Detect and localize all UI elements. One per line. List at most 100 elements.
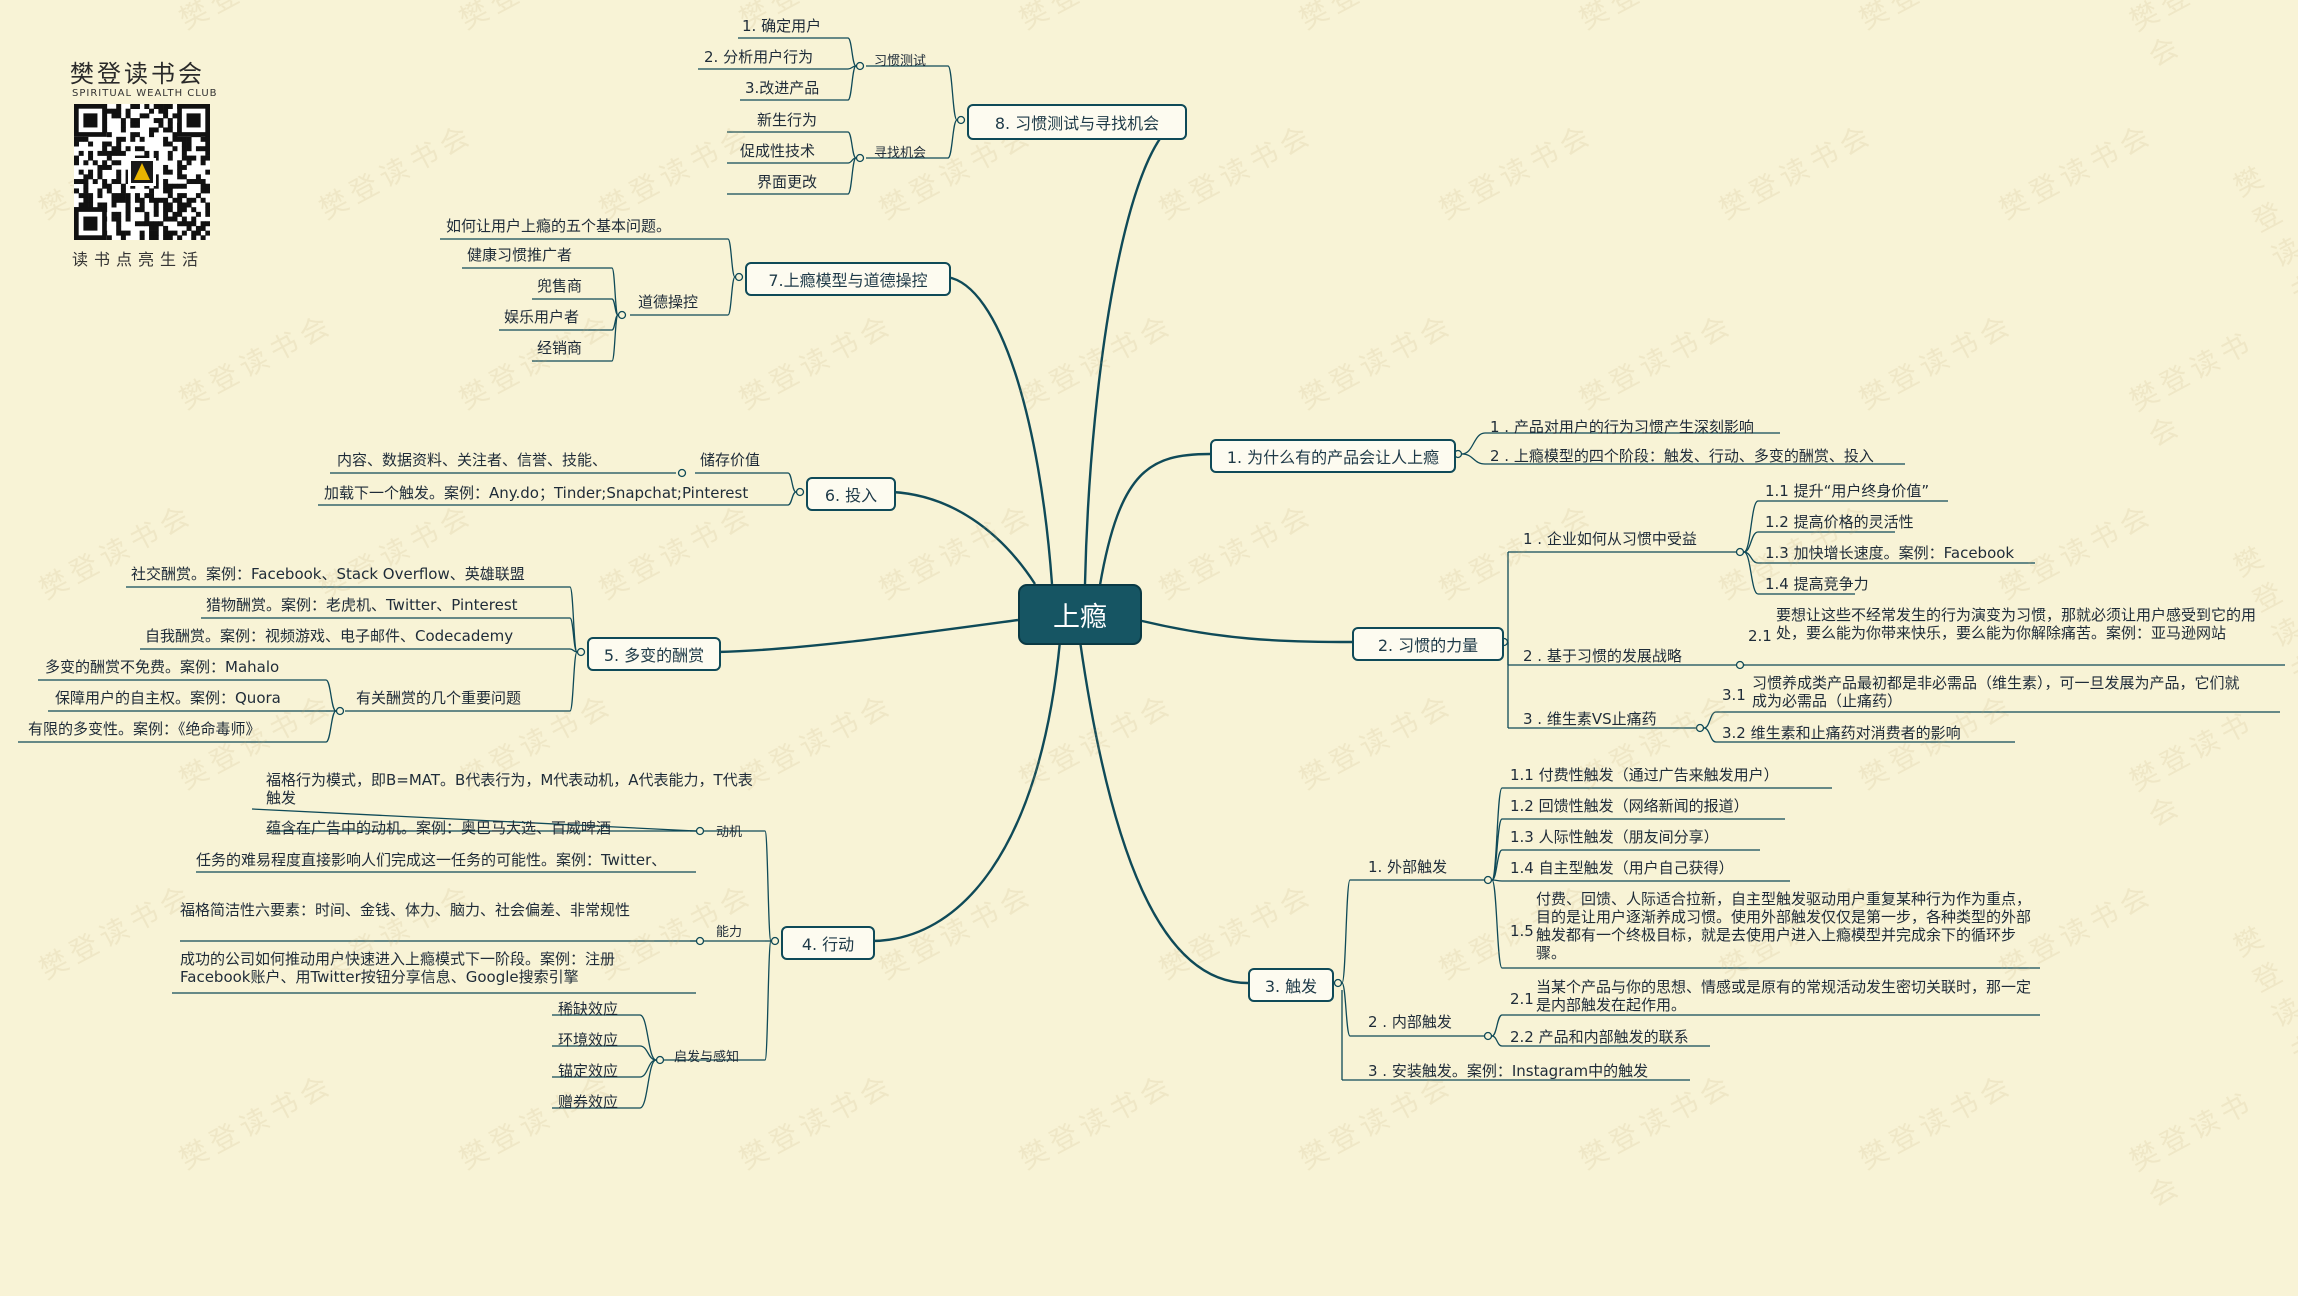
b6-load: 加载下一个触发。案例：Any.do；Tinder;Snapchat;Pinter… <box>324 484 749 502</box>
connector <box>1491 879 1503 882</box>
b7-item-1: 健康习惯推广者 <box>467 246 573 264</box>
main-branch-line <box>946 275 1054 585</box>
b3-s2-item-2: 2.2 产品和内部触发的联系 <box>1510 1028 1689 1046</box>
branch-3-node[interactable]: 3. 触发 <box>1248 968 1334 1002</box>
mind-map: 樊登读书会樊登读书会樊登读书会樊登读书会樊登读书会樊登读书会樊登读书会樊登读书会… <box>0 0 2298 1213</box>
b8-opp-item-3: 界面更改 <box>757 173 818 191</box>
connector <box>1491 1035 1503 1047</box>
b6-store-text: 内容、数据资料、关注者、信誉、技能、 <box>337 451 608 469</box>
b3-s1-item-2: 1.2 回馈性触发（网络新闻的报道） <box>1510 797 1749 815</box>
b1-item-1: 1 . 产品对用户的行为习惯产生深刻影响 <box>1490 418 1754 436</box>
b3-s2-item-1-num: 2.1 <box>1510 990 1534 1008</box>
collapse-toggle-icon[interactable] <box>1695 723 1705 733</box>
connector <box>727 276 736 316</box>
connector <box>1703 711 1717 729</box>
connector <box>1703 727 1717 743</box>
connector <box>1341 879 1351 984</box>
b3-s3-label: 3 . 安装触发。案例：Instagram中的触发 <box>1368 1062 1649 1080</box>
b8-opp-item-2: 促成性技术 <box>740 142 816 160</box>
root-node[interactable]: 上瘾 <box>1018 584 1142 645</box>
main-branch-line <box>716 618 1019 654</box>
b7-question: 如何让用户上瘾的五个基本问题。 <box>446 217 672 235</box>
b4-heuristics-label: 启发与感知 <box>674 1050 740 1065</box>
b3-s1-item-3: 1.3 人际性触发（朋友间分享） <box>1510 828 1719 846</box>
b7-item-4: 经销商 <box>537 339 583 357</box>
connector <box>947 119 958 159</box>
collapse-toggle-icon[interactable] <box>855 153 865 163</box>
b5-group-label: 有关酬赏的几个重要问题 <box>356 689 522 707</box>
connector <box>1743 551 1759 595</box>
collapse-toggle-icon[interactable] <box>1483 1031 1493 1041</box>
connector <box>1491 1014 1503 1037</box>
b4-heuristics-item-3: 锚定效应 <box>558 1062 619 1080</box>
b4-ability-item-2: 福格简洁性六要素：时间、金钱、体力、脑力、社会偏差、非常规性 <box>180 901 631 919</box>
connector <box>847 65 857 101</box>
collapse-toggle-icon[interactable] <box>617 310 627 320</box>
b5-item-2: 猎物酬赏。案例：老虎机、Twitter、Pinterest <box>206 596 518 614</box>
connector <box>1461 453 1486 465</box>
branch-2-node[interactable]: 2. 习惯的力量 <box>1352 627 1504 661</box>
b4-heuristics-item-1: 稀缺效应 <box>558 1000 619 1018</box>
collapse-toggle-icon[interactable] <box>1333 978 1343 988</box>
collapse-toggle-icon[interactable] <box>1735 547 1745 557</box>
b3-s2-label: 2 . 内部触发 <box>1368 1013 1452 1031</box>
b3-s2-item-1: 当某个产品与你的思想、情感或是原有的常规活动发生密切关联时，那一定是内部触发在起… <box>1536 978 2032 1014</box>
b7-item-2: 兜售商 <box>537 277 583 295</box>
b8-opp-item-1: 新生行为 <box>757 111 818 129</box>
b8-test-item-2: 2. 分析用户行为 <box>704 48 814 66</box>
b3-s1-item-1: 1.1 付费性触发（通过广告来触发用户） <box>1510 766 1779 784</box>
collapse-toggle-icon[interactable] <box>956 115 966 125</box>
branch-8-node[interactable]: 8. 习惯测试与寻找机会 <box>967 104 1187 140</box>
collapse-toggle-icon[interactable] <box>770 936 780 946</box>
b5-group-item-2: 保障用户的自主权。案例：Quora <box>55 689 281 707</box>
connector-lines <box>18 37 2285 1109</box>
branch-7-node[interactable]: 7.上瘾模型与道德操控 <box>745 262 951 296</box>
collapse-toggle-icon[interactable] <box>695 826 705 836</box>
collapse-toggle-icon[interactable] <box>677 468 687 478</box>
branch-1-node[interactable]: 1. 为什么有的产品会让人上瘾 <box>1210 439 1456 473</box>
connector <box>1491 879 1503 969</box>
b3-s1-item-5: 付费、回馈、人际适合拉新，自主型触发驱动用户重复某种行为作为重点，目的是让用户逐… <box>1536 890 2032 962</box>
collapse-toggle-icon[interactable] <box>855 61 865 71</box>
brand-motto: 读书点亮生活 <box>72 250 205 269</box>
b4-ability-label: 能力 <box>716 925 743 940</box>
b7-group-label: 道德操控 <box>638 293 699 311</box>
b4-motivation-item-2: 蕴含在广告中的动机。案例：奥巴马大选、百威啤酒 <box>266 819 612 837</box>
connector <box>847 157 857 195</box>
b2-s3-item-1: 习惯养成类产品最初都是非必需品（维生素），可一旦发展为产品，它们就成为必需品（止… <box>1752 674 2240 710</box>
collapse-toggle-icon[interactable] <box>335 706 345 716</box>
b8-test-item-3: 3.改进产品 <box>745 79 820 97</box>
collapse-toggle-icon[interactable] <box>734 272 744 282</box>
connector <box>569 617 578 653</box>
b5-item-1: 社交酬赏。案例：Facebook、Stack Overflow、英雄联盟 <box>131 565 525 583</box>
collapse-toggle-icon[interactable] <box>795 487 805 497</box>
connector <box>787 472 797 493</box>
brand-name: 樊登读书会 <box>70 60 205 88</box>
branch-6-node[interactable]: 6. 投入 <box>806 477 896 511</box>
b4-motivation-label: 动机 <box>716 825 743 840</box>
connector <box>1743 531 1759 553</box>
b8-opp-label: 寻找机会 <box>874 146 927 161</box>
branch-4-node[interactable]: 4. 行动 <box>781 926 875 960</box>
b4-heuristics-item-4: 赠券效应 <box>558 1093 619 1111</box>
branch-5-node[interactable]: 5. 多变的酬赏 <box>587 637 721 671</box>
main-branch-line <box>1137 618 1353 644</box>
b4-ability-item-3: 成功的公司如何推动用户快速进入上瘾模式下一阶段。案例：注册Facebook账户、… <box>180 950 616 986</box>
collapse-toggle-icon[interactable] <box>655 1055 665 1065</box>
b3-s1-item-5-num: 1.5 <box>1510 922 1534 940</box>
collapse-toggle-icon[interactable] <box>576 647 586 657</box>
b2-s3-item-1-num: 3.1 <box>1722 686 1746 704</box>
b5-item-3: 自我酬赏。案例：视频游戏、电子邮件、Codecademy <box>145 627 514 645</box>
main-branch-line <box>1078 640 1249 985</box>
collapse-toggle-icon[interactable] <box>695 936 705 946</box>
brand-logo: 樊登读书会 SPIRITUAL WEALTH CLUB 读书点亮生活 <box>60 48 230 278</box>
connector <box>847 37 857 67</box>
collapse-toggle-icon[interactable] <box>1735 660 1745 670</box>
connector <box>1743 500 1759 553</box>
connector <box>639 1045 657 1061</box>
collapse-toggle-icon[interactable] <box>1483 875 1493 885</box>
b4-motivation-item-1: 福格行为模式，即B=MAT。B代表行为，M代表动机，A代表能力，T代表触发 <box>266 771 753 807</box>
b6-store-label: 储存价值 <box>700 451 761 469</box>
connector <box>1461 432 1486 455</box>
b2-s1-label: 1 . 企业如何从习惯中受益 <box>1523 530 1697 548</box>
